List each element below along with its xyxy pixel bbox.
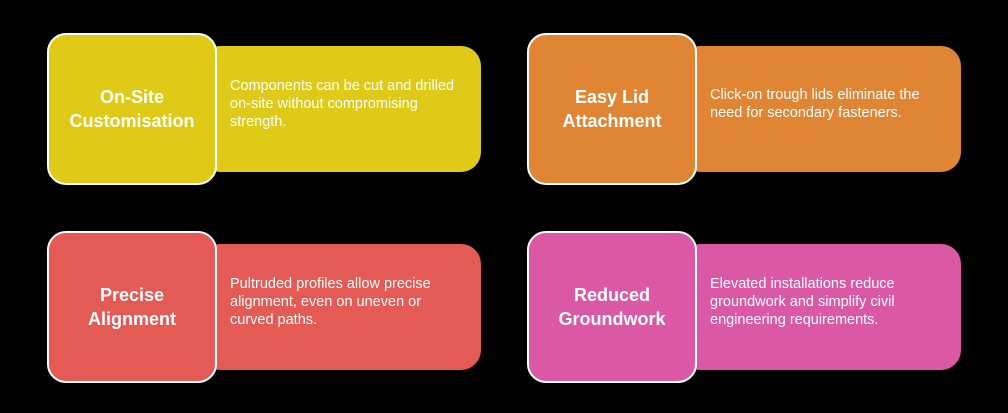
description-box: Click-on trough lids eliminate the need … (680, 46, 961, 172)
title-text: Easy Lid Attachment (562, 87, 662, 131)
description-box: Elevated installations reduce groundwork… (680, 244, 961, 370)
description-box: Components can be cut and drilled on-sit… (200, 46, 481, 172)
description-text: Elevated installations reduce groundwork… (710, 276, 895, 328)
title-box: Easy Lid Attachment (527, 33, 697, 185)
feature-card-on-site-customisation: Components can be cut and drilled on-sit… (47, 33, 481, 185)
description-box: Pultruded profiles allow precise alignme… (200, 244, 481, 370)
title-text: Precise Alignment (88, 285, 176, 329)
title-box: Precise Alignment (47, 231, 217, 383)
feature-card-easy-lid-attachment: Click-on trough lids eliminate the need … (527, 33, 961, 185)
title-box: Reduced Groundwork (527, 231, 697, 383)
title-box: On-Site Customisation (47, 33, 217, 185)
description-text: Pultruded profiles allow precise alignme… (230, 276, 431, 328)
title-text: On-Site Customisation (69, 87, 195, 131)
title-text: Reduced Groundwork (558, 285, 666, 329)
description-text: Components can be cut and drilled on-sit… (230, 78, 455, 130)
feature-card-reduced-groundwork: Elevated installations reduce groundwork… (527, 231, 961, 383)
description-text: Click-on trough lids eliminate the need … (710, 87, 920, 121)
feature-card-precise-alignment: Pultruded profiles allow precise alignme… (47, 231, 481, 383)
